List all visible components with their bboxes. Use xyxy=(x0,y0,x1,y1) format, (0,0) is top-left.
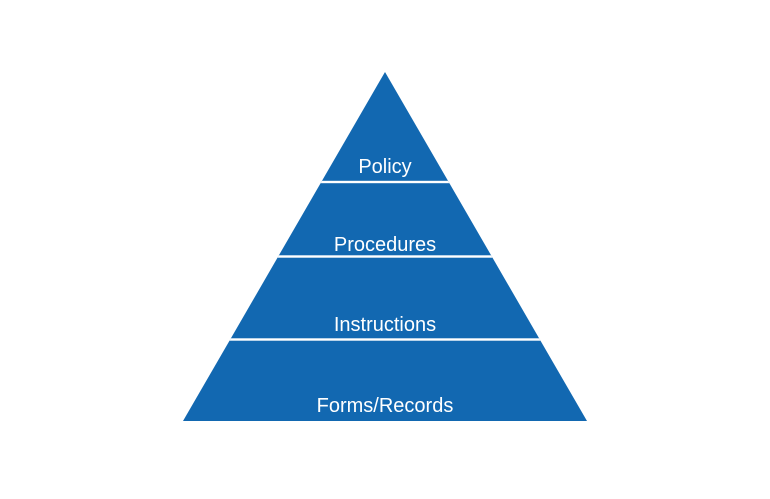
pyramid-level-3-shape xyxy=(230,256,540,340)
divider-line-1 xyxy=(183,180,587,184)
divider-line-3 xyxy=(183,338,587,341)
pyramid-level-4-label: Forms/Records xyxy=(317,395,454,417)
pyramid-level-4-shape xyxy=(183,339,587,421)
pyramid-level-2-label: Procedures xyxy=(334,234,436,256)
pyramid-level-1-shape xyxy=(321,72,449,182)
divider-line-2 xyxy=(183,255,587,258)
pyramid-level-2-shape xyxy=(278,182,492,257)
pyramid-level-3-label: Instructions xyxy=(334,314,436,336)
pyramid-level-1-label: Policy xyxy=(358,156,411,178)
